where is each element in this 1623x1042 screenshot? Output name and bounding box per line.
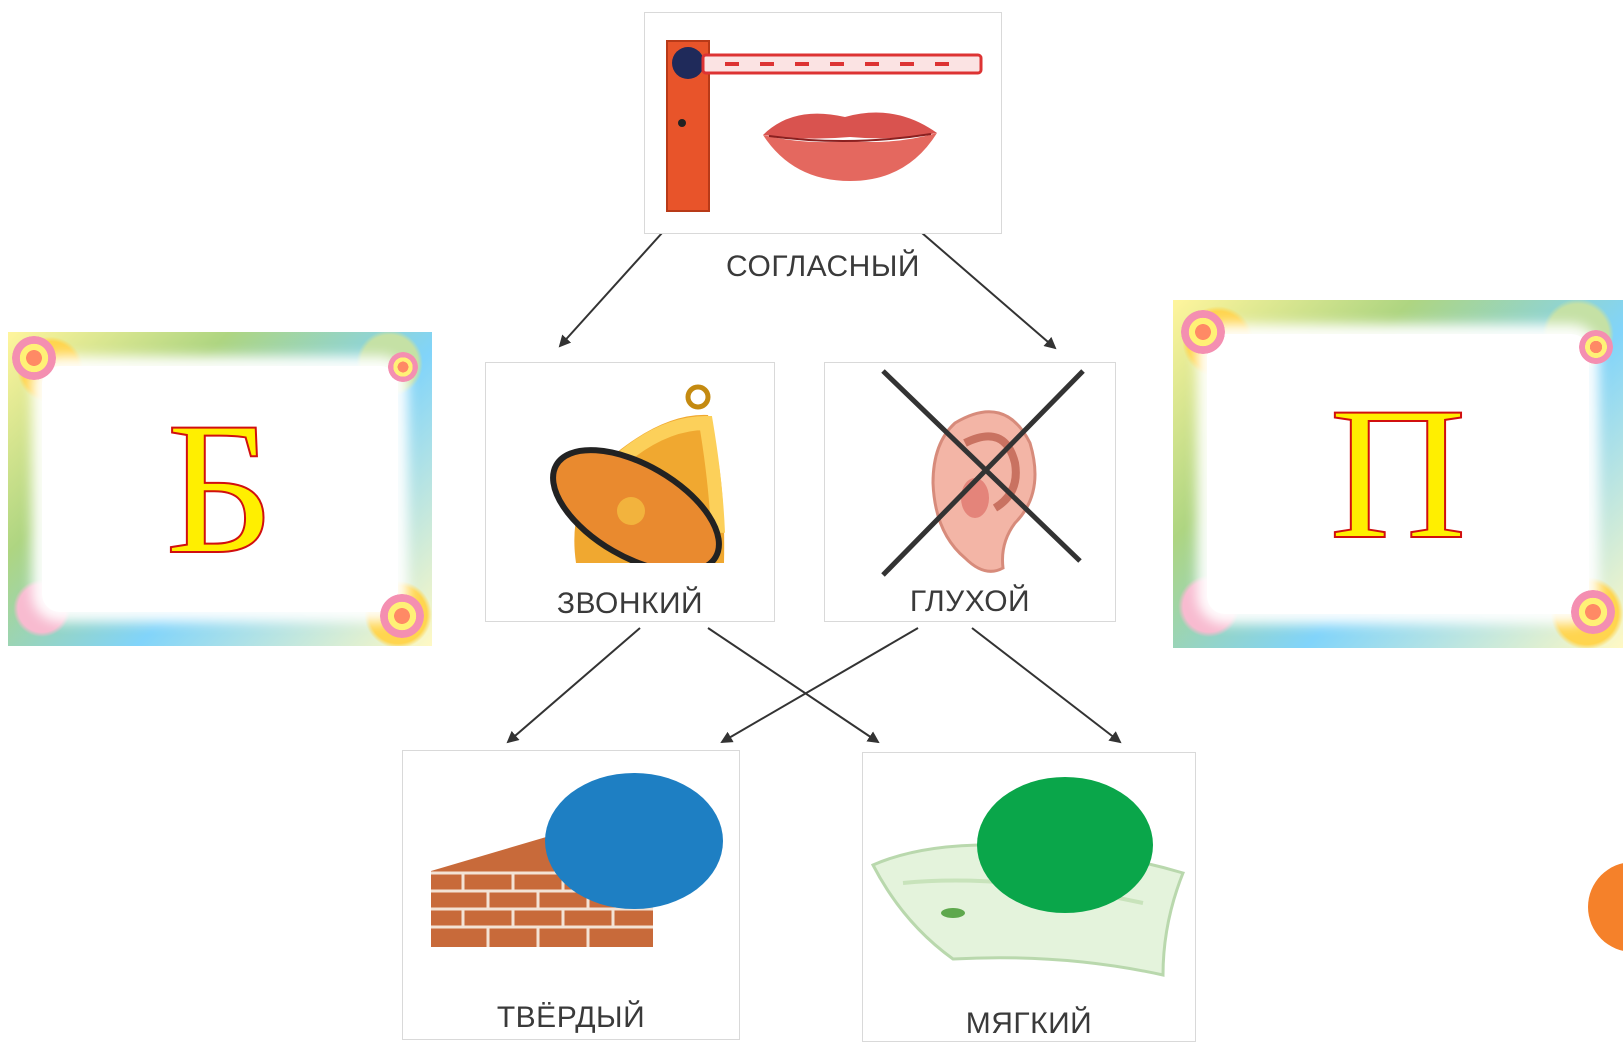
letter-card-b-inner [42,366,398,612]
hard-label: ТВЁРДЫЙ [496,1001,646,1034]
soft-circle [977,777,1153,913]
soft-card: МЯГКИЙ [862,752,1196,1042]
flower-icon [1181,310,1225,354]
voiced-label: ЗВОНКИЙ [556,587,704,620]
flower-icon [1571,590,1615,634]
letter-card-p: П [1173,300,1623,648]
soft-label: МЯГКИЙ [965,1007,1093,1040]
arrow-consonant-to-voiceless [921,232,1057,350]
flower-icon [388,352,418,382]
letter-p: П [1328,369,1467,579]
arrow-voiced-to-hard [506,627,641,744]
letter-card-b: Б [8,332,432,646]
crossed-out-ear-icon [881,369,1085,577]
hard-card: ТВЁРДЫЙ [402,750,740,1040]
consonant-card [644,12,1002,234]
hard-circle [545,773,723,909]
voiceless-card: ГЛУХОЙ [824,362,1116,622]
arrow-voiceless-to-soft [971,627,1122,744]
letter-card-p-inner [1207,334,1589,614]
barrier-and-lips-icon [666,40,983,212]
letter-b: Б [164,384,275,594]
consonant-label: СОГЛАСНЫЙ [726,250,920,283]
arrow-voiceless-to-hard [720,627,919,744]
voiced-card: ЗВОНКИЙ [485,362,775,622]
arrow-voiced-to-soft [707,627,880,744]
arrow-consonant-to-voiced [558,232,663,348]
voiceless-label: ГЛУХОЙ [909,585,1031,618]
bell-icon [550,384,725,563]
flower-icon [1579,330,1613,364]
flower-icon [12,336,56,380]
flower-icon [380,594,424,638]
